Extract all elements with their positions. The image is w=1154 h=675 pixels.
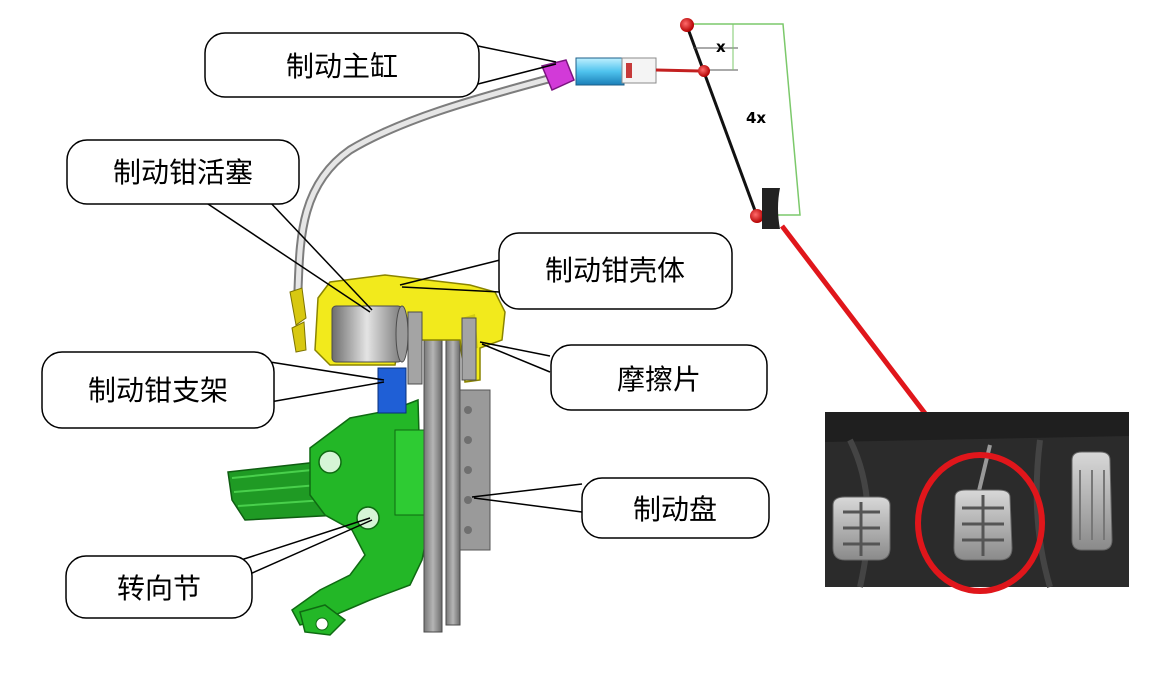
- brake-disc-part: [423, 311, 491, 633]
- callout-caliper-bracket: 制动钳支架: [41, 351, 275, 429]
- pivot-dot-icon: [698, 65, 710, 77]
- friction-pad-part: [407, 311, 477, 385]
- callout-master-cylinder: 制动主缸: [204, 32, 480, 98]
- pivot-dot-icon: [750, 209, 764, 223]
- caliper-bracket-part: [377, 367, 407, 414]
- brake-pedal-highlight-circle: [915, 452, 1045, 594]
- callout-friction-pad-label: 摩擦片: [617, 363, 701, 396]
- short-arm-label: x: [716, 38, 726, 56]
- callout-caliper-bracket-label: 制动钳支架: [88, 374, 228, 407]
- brake-hose: [293, 73, 557, 295]
- long-arm-label: 4x: [746, 109, 766, 127]
- accelerator-pedal: [1071, 451, 1113, 551]
- pivot-dot-icon: [680, 18, 694, 32]
- steering-knuckle-part: [227, 398, 431, 636]
- caliper-piston-part: [331, 305, 409, 363]
- callout-master-cylinder-label: 制动主缸: [286, 50, 398, 83]
- clutch-pedal: [832, 496, 891, 561]
- master-cylinder: [540, 57, 701, 92]
- callout-friction-pad: 摩擦片: [550, 344, 768, 411]
- callout-brake-disc: 制动盘: [581, 477, 770, 539]
- brake-pedal: [953, 444, 1013, 561]
- callout-steering-knuckle: 转向节: [65, 555, 253, 619]
- pedal-lever: x 4x: [680, 18, 801, 229]
- callout-caliper-housing-label: 制动钳壳体: [545, 254, 685, 287]
- callout-caliper-housing: 制动钳壳体: [498, 232, 733, 310]
- callout-caliper-piston-label: 制动钳活塞: [113, 156, 253, 189]
- brake-pedal-photo: [825, 412, 1129, 594]
- callout-steering-knuckle-label: 转向节: [117, 572, 201, 605]
- callout-brake-disc-label: 制动盘: [633, 493, 717, 526]
- callout-caliper-piston: 制动钳活塞: [66, 139, 300, 205]
